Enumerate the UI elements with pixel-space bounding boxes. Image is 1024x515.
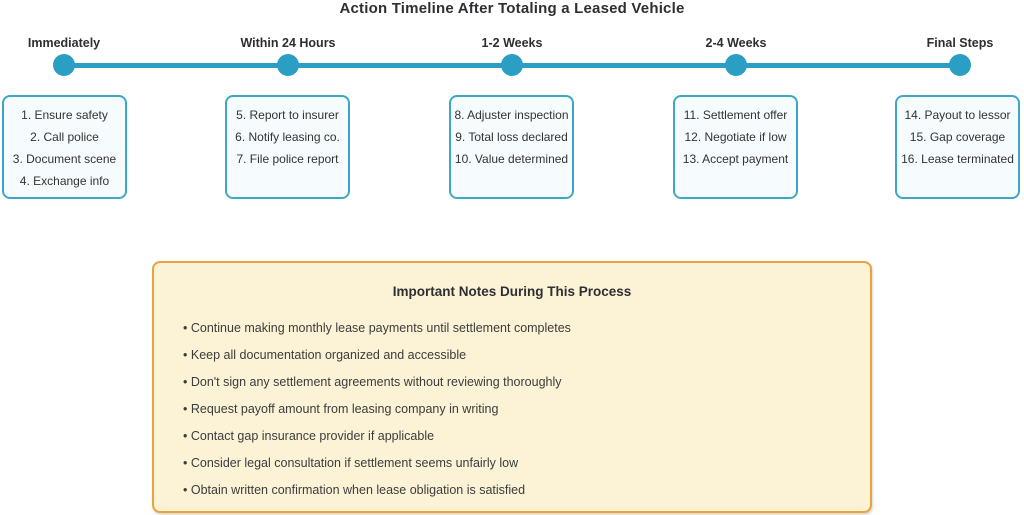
notes-bullet: Consider legal consultation if settlemen…: [183, 450, 850, 477]
stage-item: 10. Value determined: [454, 152, 569, 166]
stage-box-immediately: 1. Ensure safety 2. Call police 3. Docum…: [2, 95, 127, 199]
timeline-dot: [725, 54, 747, 76]
stage-item: 3. Document scene: [12, 152, 117, 166]
stage-item: 2. Call police: [30, 130, 99, 144]
stage-label-within-24-hours: Within 24 Hours: [240, 36, 336, 50]
stage-item: 15. Gap coverage: [909, 130, 1006, 144]
notes-bullet: Contact gap insurance provider if applic…: [183, 423, 850, 450]
stage-item: 5. Report to insurer: [236, 108, 339, 122]
notes-title: Important Notes During This Process: [392, 284, 632, 299]
stage-item: 13. Accept payment: [682, 152, 789, 166]
stage-item: 1. Ensure safety: [21, 108, 108, 122]
stage-item: 8. Adjuster inspection: [454, 108, 569, 122]
notes-bullet: Keep all documentation organized and acc…: [183, 342, 850, 369]
stage-item: 12. Negotiate if low: [684, 130, 787, 144]
stage-label-final-steps: Final Steps: [926, 36, 994, 50]
timeline-dot: [277, 54, 299, 76]
stage-item: 7. File police report: [236, 152, 339, 166]
notes-bullet-list: Continue making monthly lease payments u…: [183, 315, 850, 504]
notes-panel: Important Notes During This Process Cont…: [152, 261, 872, 513]
stage-label-1-2-weeks: 1-2 Weeks: [481, 36, 543, 50]
stage-label-2-4-weeks: 2-4 Weeks: [705, 36, 767, 50]
stage-item: 11. Settlement offer: [683, 108, 788, 122]
timeline-dot: [949, 54, 971, 76]
stage-item: 16. Lease terminated: [901, 152, 1014, 166]
notes-bullet: Continue making monthly lease payments u…: [183, 315, 850, 342]
notes-bullet: Obtain written confirmation when lease o…: [183, 477, 850, 504]
notes-bullet: Don't sign any settlement agreements wit…: [183, 369, 850, 396]
stage-box-1-2-weeks: 8. Adjuster inspection 9. Total loss dec…: [449, 95, 574, 199]
stage-label-immediately: Immediately: [27, 36, 101, 50]
stage-box-2-4-weeks: 11. Settlement offer 12. Negotiate if lo…: [673, 95, 798, 199]
stage-item: 14. Payout to lessor: [904, 108, 1011, 122]
stage-box-within-24-hours: 5. Report to insurer 6. Notify leasing c…: [225, 95, 350, 199]
stage-box-final-steps: 14. Payout to lessor 15. Gap coverage 16…: [895, 95, 1020, 199]
stage-item: 6. Notify leasing co.: [235, 130, 340, 144]
notes-bullet: Request payoff amount from leasing compa…: [183, 396, 850, 423]
stage-item: 9. Total loss declared: [455, 130, 568, 144]
timeline-dot: [501, 54, 523, 76]
stage-item: 4. Exchange info: [19, 174, 110, 188]
page-title: Action Timeline After Totaling a Leased …: [339, 0, 685, 17]
timeline-dot: [53, 54, 75, 76]
